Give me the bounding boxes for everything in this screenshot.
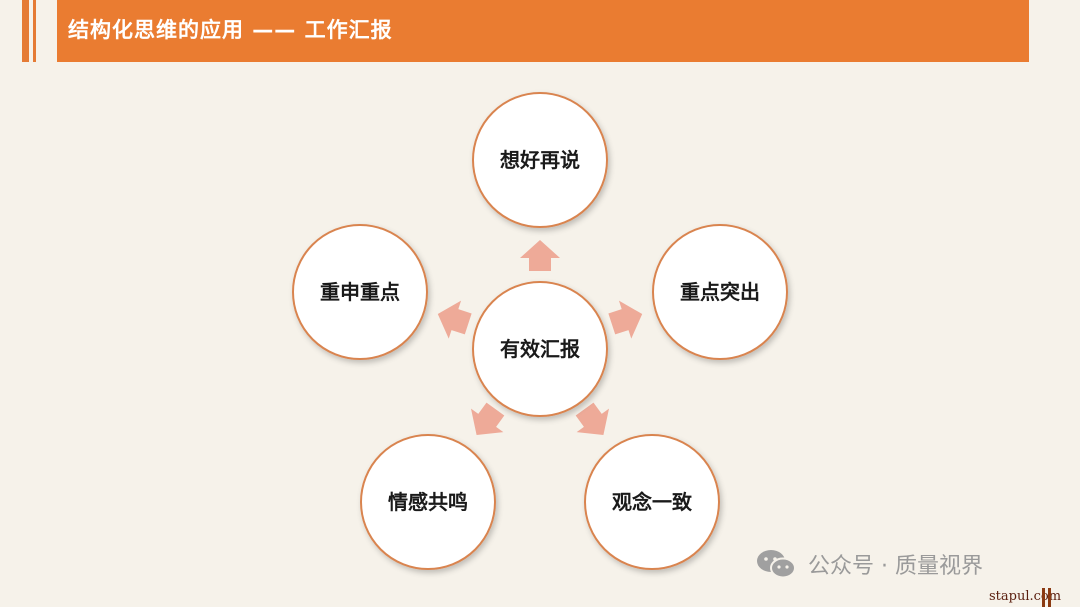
corner-bar <box>1042 588 1045 607</box>
wechat-icon <box>757 550 796 579</box>
node-circle-top <box>472 92 608 228</box>
center-circle <box>472 281 608 417</box>
node-circle-upper-right <box>652 224 788 360</box>
watermark: 公众号 · 质量视界 <box>756 546 983 582</box>
left-accent-bar-thin <box>33 0 36 62</box>
node-label-upper-left: 重申重点 <box>320 280 400 304</box>
arrow-upper-left <box>437 300 472 339</box>
node-label-lower-right: 观念一致 <box>612 490 693 514</box>
node-circle-lower-left <box>360 434 496 570</box>
node-circle-lower-right <box>584 434 720 570</box>
arrows <box>437 240 643 435</box>
arrow-lower-right <box>575 402 610 435</box>
node-label-lower-left: 情感共鸣 <box>388 490 468 514</box>
page-title: 结构化思维的应用 —— 工作汇报 <box>68 18 393 42</box>
watermark-text: 公众号 · 质量视界 <box>808 554 983 579</box>
node-label-top: 想好再说 <box>500 148 580 172</box>
node-label-upper-right: 重点突出 <box>680 280 760 304</box>
header-band <box>57 0 1029 62</box>
arrow-up <box>520 240 560 271</box>
center-label: 有效汇报 <box>500 337 580 361</box>
left-accent-bar <box>22 0 29 62</box>
corner-bar <box>1048 588 1051 607</box>
arrow-lower-left <box>470 402 505 435</box>
arrow-upper-right <box>608 300 643 339</box>
node-circle-upper-left <box>292 224 428 360</box>
